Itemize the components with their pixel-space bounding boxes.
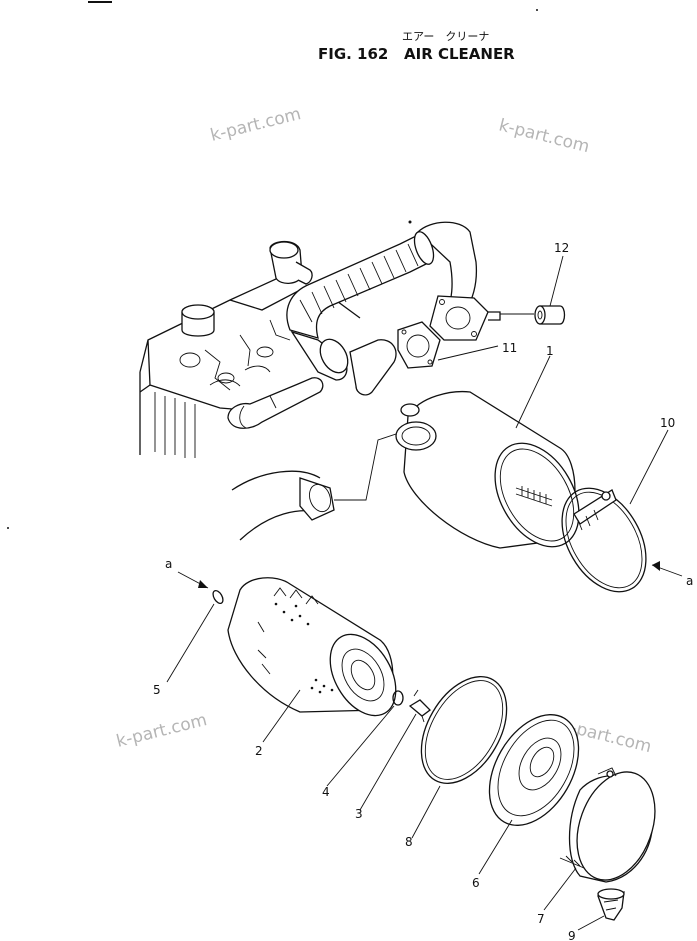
plug-12 — [500, 305, 566, 325]
clamp-band — [561, 487, 647, 593]
watermark-1: k-part.com — [208, 104, 303, 146]
leader-lines — [166, 255, 683, 931]
air-cleaner-body — [395, 390, 580, 549]
watermark-2: k-part.com — [497, 115, 592, 157]
speck — [536, 9, 538, 11]
arrow-label-right: a — [686, 574, 693, 588]
filter-element — [227, 577, 397, 717]
figure-title: AIR CLEANER — [404, 45, 515, 63]
valve-9 — [597, 888, 625, 921]
callout-9: 9 — [568, 929, 576, 941]
callout-10: 10 — [660, 416, 675, 430]
callout-11: 11 — [502, 341, 517, 355]
screw-dot — [408, 220, 412, 224]
callout-12: 12 — [554, 241, 569, 255]
callout-4: 4 — [322, 785, 330, 799]
lower-hose — [231, 429, 409, 541]
callout-7: 7 — [537, 912, 545, 926]
element-6 — [488, 714, 580, 826]
callout-6: 6 — [472, 876, 480, 890]
callout-5: 5 — [153, 683, 161, 697]
wing-nut-3 — [408, 689, 431, 723]
o-ring-5 — [212, 589, 224, 605]
gasket-11 — [397, 321, 441, 369]
watermark-3: k-part.com — [114, 710, 209, 752]
callout-2: 2 — [255, 744, 263, 758]
callout-8: 8 — [405, 835, 413, 849]
arrow-label-left: a — [165, 557, 172, 571]
figure-title-jp: エアー クリーナ — [402, 30, 489, 43]
figure-number: FIG. 162 — [318, 45, 388, 63]
callout-3: 3 — [355, 807, 363, 821]
washer-4 — [392, 690, 404, 706]
speck-2 — [7, 527, 9, 529]
gasket-8 — [420, 675, 508, 785]
callout-1: 1 — [546, 344, 554, 358]
dust-cup-7 — [559, 767, 656, 883]
intake-hose — [286, 220, 501, 381]
